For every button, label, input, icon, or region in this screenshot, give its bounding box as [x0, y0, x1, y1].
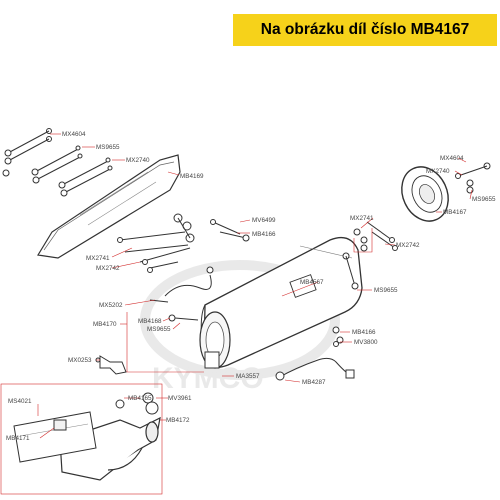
- hose-mb4168: [149, 266, 214, 322]
- label-ms9655-hose: MS9655: [147, 326, 171, 333]
- label-mx2740-right: MX2740: [426, 168, 450, 175]
- label-mb4172: MB4172: [166, 417, 190, 424]
- end-cap-mb4167: [401, 166, 449, 222]
- label-mb4165: MB4165: [128, 395, 152, 402]
- heat-guard-mb4171: [13, 411, 97, 463]
- muffler-body: [199, 236, 363, 369]
- leader-lines: [37, 133, 473, 439]
- label-mb4168: MB4168: [138, 318, 162, 325]
- label-mx2740: MX2740: [126, 157, 150, 164]
- label-mb4170: MB4170: [93, 321, 117, 328]
- label-mx4604: MX4604: [62, 131, 86, 138]
- bolt-set-top-left: [2, 128, 113, 197]
- label-ms9655-right: MS9655: [472, 196, 496, 203]
- label-ma3557: MA3557: [236, 373, 260, 380]
- label-mx2742-right: MX2742: [396, 242, 420, 249]
- label-mv3800: MV3800: [354, 339, 378, 346]
- label-mb4167: MB4167: [443, 209, 467, 216]
- label-mv6499: MV6499: [252, 217, 276, 224]
- label-ms9655-muffler: MS9655: [374, 287, 398, 294]
- label-mx2742: MX2742: [96, 265, 120, 272]
- label-mb4567: MB4567: [300, 279, 324, 286]
- part-number-banner: Na obrázku díl číslo MB4167: [233, 14, 497, 46]
- label-mv3961: MV3961: [168, 395, 192, 402]
- banner-text: Na obrázku díl číslo MB4167: [260, 21, 470, 38]
- o2-sensor-mb4287: [275, 357, 355, 381]
- label-mx2741-right: MX2741: [350, 215, 374, 222]
- kymco-watermark: KYMCO: [140, 260, 340, 395]
- gasket-mb4165: [115, 392, 159, 415]
- label-mb4171: MB4171: [6, 435, 30, 442]
- label-ms4021: MS4021: [8, 398, 32, 405]
- leader-boxes: [0, 228, 373, 495]
- label-mb4166: MB4166: [252, 231, 276, 238]
- label-mb4166-lower: MB4166: [352, 329, 376, 336]
- label-mb4287: MB4287: [302, 379, 326, 386]
- bracket-mv6499: [117, 213, 250, 273]
- heat-shield-mb4169: [37, 154, 181, 259]
- label-mx4604-right: MX4604: [440, 155, 464, 162]
- bolt-set-end-cap: [455, 162, 491, 194]
- label-mx0253: MX0253: [68, 357, 92, 364]
- label-mx2741: MX2741: [86, 255, 110, 262]
- label-mb4169: MB4169: [180, 173, 204, 180]
- bolt-set-right: [332, 221, 398, 347]
- part-labels: MX4604 MS9655 MX2740 MB4169 MV6499 MB416…: [6, 131, 496, 442]
- label-ms9655: MS9655: [96, 144, 120, 151]
- label-mx5202: MX5202: [99, 302, 123, 309]
- bracket-mx0253: [95, 355, 127, 375]
